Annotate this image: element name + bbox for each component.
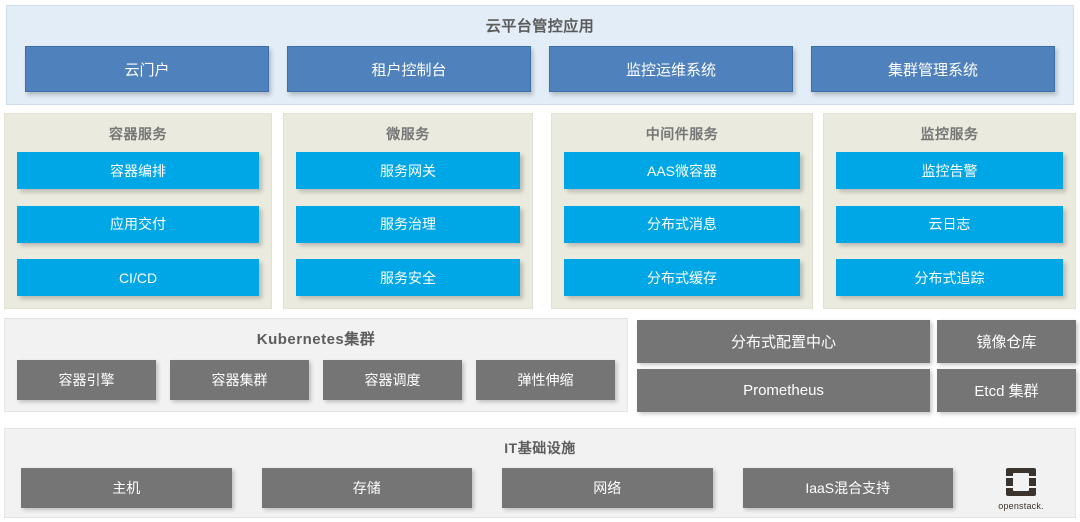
openstack-logo: openstack.: [983, 466, 1059, 511]
it-infrastructure-title: IT基础设施: [504, 440, 576, 456]
cloud-platform-apps-row: 云门户 租户控制台 监控运维系统 集群管理系统: [7, 46, 1073, 92]
service-panel-container-service: 容器服务 容器编排 应用交付 CI/CD: [4, 113, 272, 309]
platform-item-etcd-cluster[interactable]: Etcd 集群: [937, 369, 1076, 412]
app-box-tenant-console[interactable]: 租户控制台: [287, 46, 531, 92]
service-item-container-orchestration[interactable]: 容器编排: [17, 152, 259, 189]
infra-item-host[interactable]: 主机: [21, 468, 232, 508]
service-panel-monitoring-service: 监控服务 监控告警 云日志 分布式追踪: [823, 113, 1076, 309]
service-panel-middleware-service: 中间件服务 AAS微容器 分布式消息 分布式缓存: [551, 113, 813, 309]
kubernetes-item-list: 容器引擎 容器集群 容器调度 弹性伸缩: [5, 360, 627, 400]
app-box-monitoring-ops-system[interactable]: 监控运维系统: [549, 46, 793, 92]
app-box-cloud-portal[interactable]: 云门户: [25, 46, 269, 92]
k8s-item-elastic-scaling[interactable]: 弹性伸缩: [476, 360, 615, 400]
service-item-app-delivery[interactable]: 应用交付: [17, 205, 259, 243]
service-item-cicd[interactable]: CI/CD: [17, 259, 259, 296]
service-panel-title: 容器服务: [109, 126, 167, 142]
platform-item-distributed-config-center[interactable]: 分布式配置中心: [637, 320, 930, 363]
platform-mid-column: 分布式配置中心 Prometheus: [637, 320, 930, 412]
app-box-cluster-management-system[interactable]: 集群管理系统: [811, 46, 1055, 92]
service-item-cloud-log[interactable]: 云日志: [836, 205, 1063, 243]
kubernetes-cluster-panel: Kubernetes集群 容器引擎 容器集群 容器调度 弹性伸缩: [4, 318, 628, 412]
service-item-list: 服务网关 服务治理 服务安全: [284, 152, 532, 302]
service-item-list: 监控告警 云日志 分布式追踪: [824, 152, 1075, 302]
cloud-platform-apps-title: 云平台管控应用: [485, 18, 595, 35]
service-item-distributed-tracing[interactable]: 分布式追踪: [836, 259, 1063, 296]
service-item-service-security[interactable]: 服务安全: [296, 259, 520, 296]
service-item-service-gateway[interactable]: 服务网关: [296, 152, 520, 189]
service-item-monitoring-alarm[interactable]: 监控告警: [836, 152, 1063, 189]
kubernetes-cluster-title: Kubernetes集群: [256, 331, 376, 348]
infra-item-iaas-hybrid-support[interactable]: IaaS混合支持: [742, 468, 953, 508]
cloud-platform-apps-panel: 云平台管控应用 云门户 租户控制台 监控运维系统 集群管理系统: [6, 5, 1074, 105]
service-item-distributed-cache[interactable]: 分布式缓存: [564, 259, 800, 296]
service-item-aas-microcontainer[interactable]: AAS微容器: [564, 152, 800, 189]
service-panel-title: 微服务: [386, 126, 430, 142]
k8s-item-container-cluster[interactable]: 容器集群: [170, 360, 309, 400]
infra-item-storage[interactable]: 存储: [261, 468, 472, 508]
platform-item-prometheus[interactable]: Prometheus: [637, 369, 930, 412]
openstack-wordmark: openstack.: [998, 500, 1044, 511]
service-item-list: AAS微容器 分布式消息 分布式缓存: [552, 152, 812, 302]
k8s-item-container-engine[interactable]: 容器引擎: [17, 360, 156, 400]
openstack-icon: [1006, 467, 1036, 496]
service-item-list: 容器编排 应用交付 CI/CD: [5, 152, 271, 302]
service-item-distributed-message[interactable]: 分布式消息: [564, 205, 800, 243]
k8s-item-container-scheduling[interactable]: 容器调度: [323, 360, 462, 400]
it-infrastructure-item-list: 主机 存储 网络 IaaS混合支持 openstack.: [5, 466, 1075, 511]
service-panel-title: 中间件服务: [645, 126, 719, 142]
it-infrastructure-panel: IT基础设施 主机 存储 网络 IaaS混合支持 openstack.: [4, 428, 1076, 518]
platform-item-image-registry[interactable]: 镜像仓库: [937, 320, 1076, 363]
service-item-service-governance[interactable]: 服务治理: [296, 205, 520, 243]
service-panel-title: 监控服务: [920, 126, 979, 142]
platform-right-column: 镜像仓库 Etcd 集群: [937, 320, 1076, 412]
service-panel-microservice: 微服务 服务网关 服务治理 服务安全: [283, 113, 533, 309]
infra-item-network[interactable]: 网络: [502, 468, 713, 508]
